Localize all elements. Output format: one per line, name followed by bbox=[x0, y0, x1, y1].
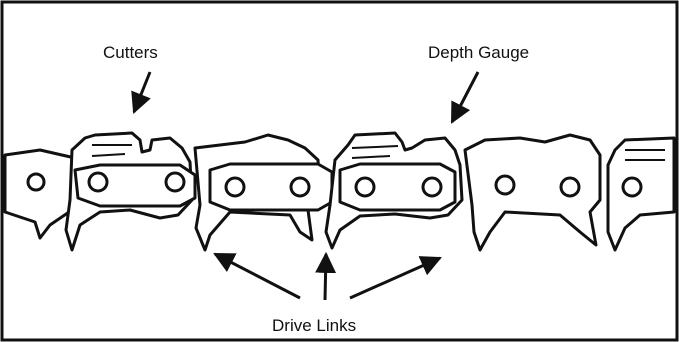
rivet bbox=[421, 176, 443, 198]
drive-link-3 bbox=[338, 162, 457, 212]
depth-gauge-arrow bbox=[450, 71, 480, 124]
rivet bbox=[87, 171, 109, 193]
rivet bbox=[621, 176, 643, 198]
rivet bbox=[26, 172, 46, 192]
rivet bbox=[164, 171, 186, 193]
cutter-link-right-partial bbox=[606, 136, 676, 252]
drive-links-label: Drive Links bbox=[272, 316, 357, 335]
rivet bbox=[224, 176, 246, 198]
drive-links-arrow-center bbox=[315, 251, 337, 301]
rivet bbox=[559, 176, 581, 198]
chain-link-4 bbox=[463, 133, 602, 252]
cutters-label: Cutters bbox=[103, 43, 158, 62]
rivet bbox=[289, 176, 311, 198]
drive-links-arrow-left bbox=[213, 252, 301, 300]
rivet bbox=[354, 176, 376, 198]
depth-gauge-label: Depth Gauge bbox=[428, 43, 530, 62]
cutters-arrow bbox=[131, 71, 152, 114]
drive-links-arrow-right bbox=[349, 256, 442, 300]
chain-link-left-partial bbox=[3, 148, 77, 240]
rivet bbox=[494, 174, 516, 196]
